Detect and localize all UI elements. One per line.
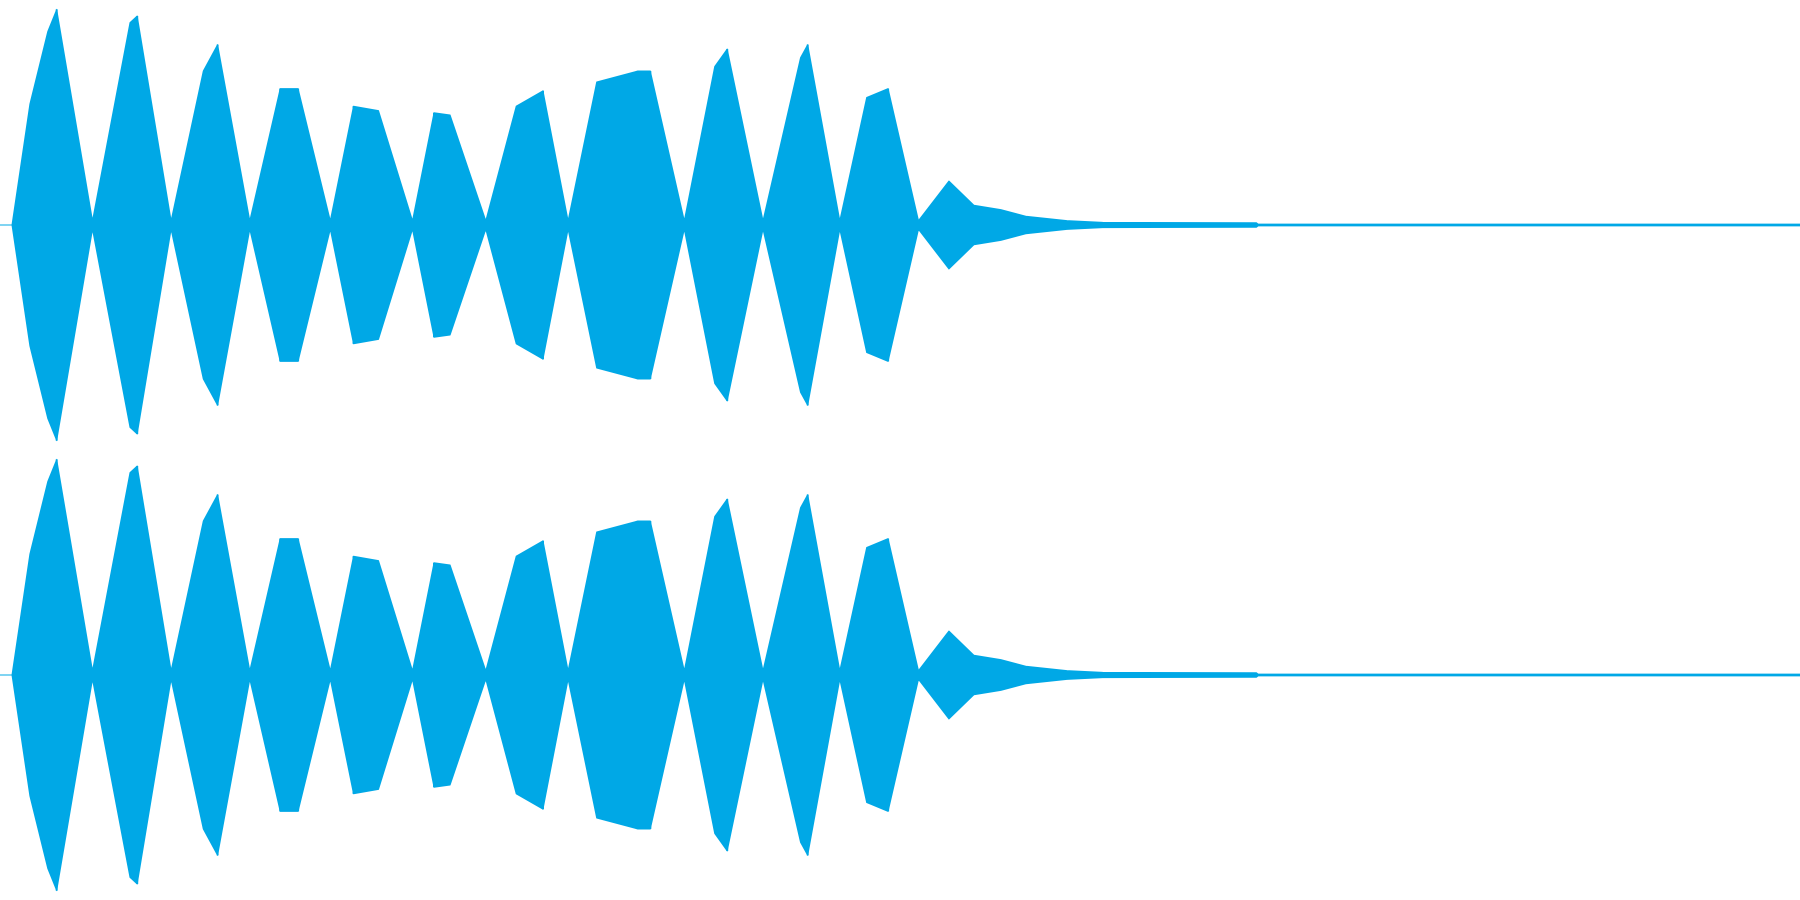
channel-2-waveform xyxy=(0,458,1800,892)
channel-1-waveform xyxy=(0,8,1800,442)
channel-envelope xyxy=(11,8,1800,442)
channel-envelope xyxy=(11,458,1800,892)
